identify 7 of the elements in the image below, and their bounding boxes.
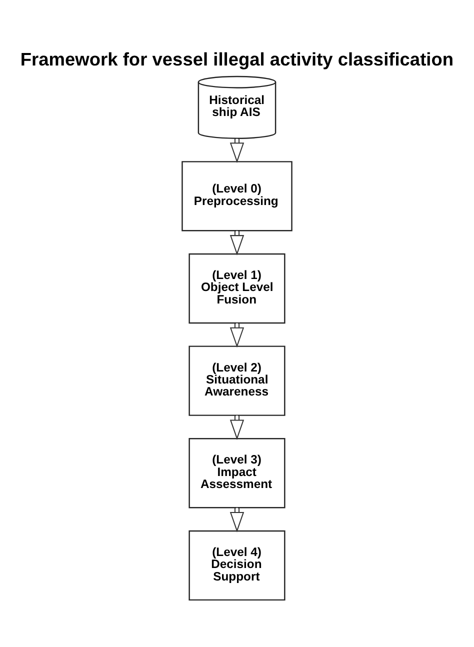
node-box: (Level 3) Impact Assessment	[188, 438, 286, 508]
arrow	[230, 322, 244, 348]
node-box: (Level 1) Object Level Fusion	[188, 252, 286, 324]
diagram-title: Framework for vessel illegal activity classification	[20, 48, 454, 70]
node-box: (Level 4) Decision Support	[188, 530, 286, 600]
node-box: (Level 2) Situational Awareness	[188, 345, 286, 416]
node-box: (Level 0) Preprocessing	[182, 160, 292, 231]
